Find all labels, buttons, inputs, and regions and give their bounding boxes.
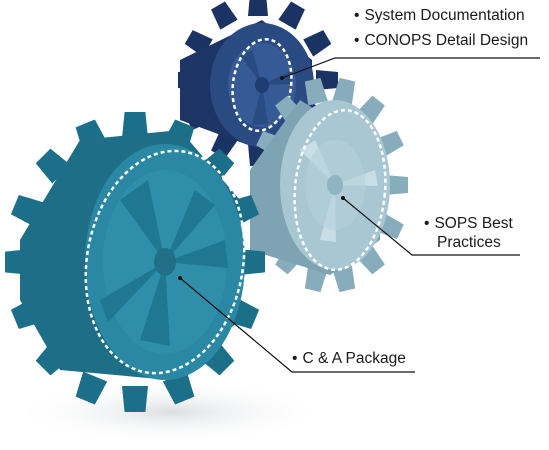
teal-gear-tooth [122, 386, 148, 412]
light-blue-gear-tooth [332, 77, 356, 106]
leader-dot-c-and-a [178, 276, 182, 280]
bullet-glyph: • [354, 32, 360, 49]
navy-gear-tooth [303, 30, 332, 57]
leader-conops [281, 57, 540, 79]
callout-c-and-a-package-text: C & A Package [302, 350, 406, 367]
light-blue-gear-dashed-ring [293, 108, 387, 272]
light-blue-gear-tooth [384, 175, 408, 195]
teal-gear-dashed-ring [84, 149, 246, 375]
callout-system-documentation-text: System Documentation [364, 7, 525, 24]
callout-conops-detail-design: •CONOPS Detail Design [354, 31, 528, 50]
teal-gear-tooth [162, 371, 195, 405]
leader-dot-sops [341, 196, 345, 200]
bullet-glyph: • [424, 215, 430, 232]
bullet-glyph: • [354, 7, 360, 24]
light-blue-gear-tooth [304, 77, 328, 106]
teal-gear-tooth [239, 249, 265, 275]
leader-sops [342, 197, 520, 256]
teal-gear-tooth [122, 112, 148, 138]
bullet-glyph: • [292, 350, 298, 367]
callout-system-documentation: •System Documentation [354, 6, 525, 25]
teal-gear [5, 112, 265, 412]
navy-gear-tooth [211, 1, 238, 30]
callout-c-and-a-package: •C & A Package [292, 349, 406, 368]
leader-c-and-a [179, 277, 415, 373]
callout-sops-line1: SOPS Best [434, 215, 513, 232]
navy-gear-tooth [248, 0, 268, 16]
callout-leaders [179, 57, 540, 373]
teal-gear-tooth [199, 340, 235, 376]
light-blue-gear [250, 77, 408, 293]
leader-dot-conops [280, 76, 284, 80]
light-blue-gear-tooth [332, 264, 356, 293]
callout-conops-detail-design-text: CONOPS Detail Design [364, 32, 529, 49]
callout-sops-line2: Practices [437, 234, 501, 251]
navy-gear-tooth [278, 1, 305, 30]
teal-gear-tooth [199, 148, 235, 184]
teal-gear-tooth [35, 148, 71, 184]
callout-sops-best-practices: •SOPS Best Practices [424, 214, 513, 252]
teal-gear-tooth [75, 371, 108, 405]
navy-gear-dashed-ring [231, 38, 293, 132]
